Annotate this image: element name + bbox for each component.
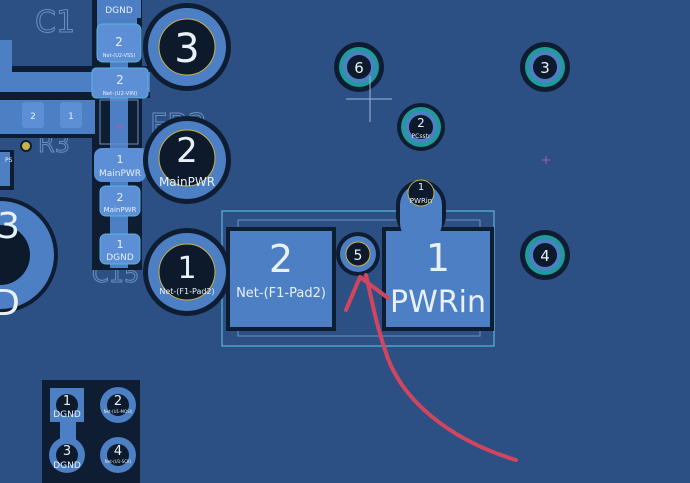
- pad-large-2-net: MainPWR: [159, 175, 215, 189]
- pad-u2-vin-net: Net-(U2-VIN): [103, 91, 138, 97]
- mounting-hole-4-number: 4: [540, 247, 550, 265]
- crosshair-cursor: [346, 76, 392, 122]
- via-5-number: 5: [354, 248, 363, 264]
- pad-pwrin-small[interactable]: 1 PWRin: [407, 179, 435, 207]
- header-pin-4-number: 4: [114, 444, 122, 459]
- pad-mainpwr-1[interactable]: 1 MainPWR: [94, 148, 146, 182]
- pad-large-1-number: 1: [177, 251, 196, 286]
- pad-large-3[interactable]: 3: [143, 3, 231, 91]
- pad-r3-small-2-number: 2: [30, 112, 36, 122]
- pad-fuse-2-number: 2: [269, 237, 293, 281]
- header-pin-2[interactable]: 2 Net-(U1-MOSI): [100, 387, 136, 423]
- pad-dgnd-mid-net: DGND: [106, 253, 134, 263]
- header-pin-3-net: DGND: [53, 461, 81, 471]
- via-yellow[interactable]: [20, 140, 32, 152]
- pad-pcsstr-number: 2: [417, 116, 425, 130]
- silk-ref-c1: C1: [35, 5, 75, 40]
- pad-dgnd-mid[interactable]: 1 DGND: [99, 233, 141, 265]
- silk-ps-label: PS: [5, 157, 13, 164]
- header-pin-1-number: 1: [63, 394, 71, 409]
- via-5[interactable]: 5: [336, 232, 380, 276]
- pad-r3-small-2[interactable]: 2: [22, 102, 44, 128]
- pad-mainpwr-1-net: MainPWR: [99, 169, 141, 179]
- pad-l3-ref-b: D: [0, 283, 20, 324]
- pad-r3-small-1[interactable]: 1: [60, 102, 82, 128]
- pad-pwrin-small-net: PWRin: [410, 197, 432, 205]
- pad-fuse-2-net: Net-(F1-Pad2): [236, 286, 326, 301]
- pad-u2-vss-net: Net-(U2-VSS): [103, 53, 136, 59]
- annotation-arrow-head: [344, 275, 390, 312]
- pad-dgnd-top-net: DGND: [105, 6, 133, 16]
- pad-dgnd-top[interactable]: DGND: [97, 0, 141, 18]
- header-pin-4[interactable]: 4 Net-(U1-SCK): [100, 437, 136, 473]
- mounting-hole-3[interactable]: 3: [520, 42, 570, 92]
- pad-pwrin-small-number: 1: [418, 182, 424, 193]
- pad-dgnd-mid-number: 1: [117, 238, 124, 251]
- mounting-hole-3-number: 3: [540, 59, 550, 77]
- mounting-hole-6-number: 6: [354, 59, 364, 77]
- pad-fuse-1-number: 1: [426, 236, 450, 280]
- header-pin-1[interactable]: 1 DGND: [50, 388, 84, 422]
- pad-r3-small-1-number: 1: [68, 112, 74, 122]
- pad-mainpwr-2-net: MainPWR: [104, 206, 137, 214]
- header-pin-2-net: Net-(U1-MOSI): [104, 409, 133, 414]
- mounting-hole-6[interactable]: 6: [334, 42, 384, 92]
- mounting-hole-4[interactable]: 4: [520, 230, 570, 280]
- pad-mainpwr-2[interactable]: 2 MainPWR: [99, 185, 141, 217]
- header-pin-3[interactable]: 3 DGND: [49, 437, 85, 473]
- pad-mainpwr-2-number: 2: [117, 191, 124, 204]
- pad-u2-vin[interactable]: 2 Net-(U2-VIN): [91, 67, 149, 99]
- pad-large-1[interactable]: 1 Net-(F1-Pad2): [143, 228, 231, 316]
- pad-u2-vin-number: 2: [116, 73, 124, 87]
- pad-l3-ref: L3: [0, 206, 20, 247]
- pad-u2-vss-number: 2: [115, 35, 123, 49]
- pad-u2-vss[interactable]: 2 Net-(U2-VSS): [96, 23, 142, 63]
- annotation-arrow-shaft: [364, 273, 518, 462]
- header-pin-3-number: 3: [63, 444, 71, 459]
- pad-large-2-number: 2: [176, 131, 198, 171]
- pad-fuse-2[interactable]: 2 Net-(F1-Pad2): [226, 227, 336, 331]
- header-pin-4-net: Net-(U1-SCK): [105, 459, 132, 464]
- pad-mainpwr-1-number: 1: [117, 153, 124, 166]
- pad-fuse-1-net: PWRin: [390, 285, 486, 320]
- annotation-arrow: [344, 273, 518, 462]
- pad-pcsstr-net: PCsstr: [412, 133, 431, 140]
- header-pin-2-number: 2: [114, 394, 122, 409]
- origin-marker: [116, 123, 550, 164]
- pad-large-2[interactable]: 2 MainPWR: [143, 116, 231, 204]
- pad-pcsstr[interactable]: 2 PCsstr: [397, 103, 445, 151]
- pad-large-1-net: Net-(F1-Pad2): [159, 287, 214, 296]
- pad-large-3-number: 3: [174, 26, 199, 72]
- component-outline-fb2: [99, 99, 139, 145]
- pad-l3[interactable]: L3 D: [0, 197, 58, 324]
- header-pin-1-net: DGND: [53, 410, 81, 420]
